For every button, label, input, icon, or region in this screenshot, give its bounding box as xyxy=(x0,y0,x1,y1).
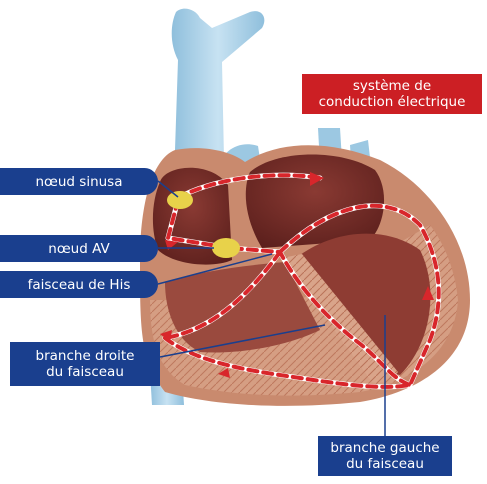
sa-node-label-text: nœud sinusa xyxy=(36,174,123,190)
atrioventricular-node xyxy=(212,238,240,258)
his-bundle-label-text: faisceau de His xyxy=(28,277,131,293)
right-branch-label: branche droite du faisceau xyxy=(10,342,160,386)
right-branch-label-text: branche droite du faisceau xyxy=(36,348,135,380)
sa-node-label: nœud sinusa xyxy=(0,168,158,195)
conduction-system-title-text: système de conduction électrique xyxy=(319,78,466,110)
sinoatrial-node xyxy=(167,191,193,209)
av-node-label: nœud AV xyxy=(0,235,158,262)
left-branch-label: branche gauche du faisceau xyxy=(318,436,452,476)
av-node-label-text: nœud AV xyxy=(48,241,109,257)
his-bundle-label: faisceau de His xyxy=(0,271,158,298)
superior-vena-cava xyxy=(172,9,265,160)
conduction-system-title: système de conduction électrique xyxy=(302,74,482,114)
left-branch-label-text: branche gauche du faisceau xyxy=(330,440,439,472)
